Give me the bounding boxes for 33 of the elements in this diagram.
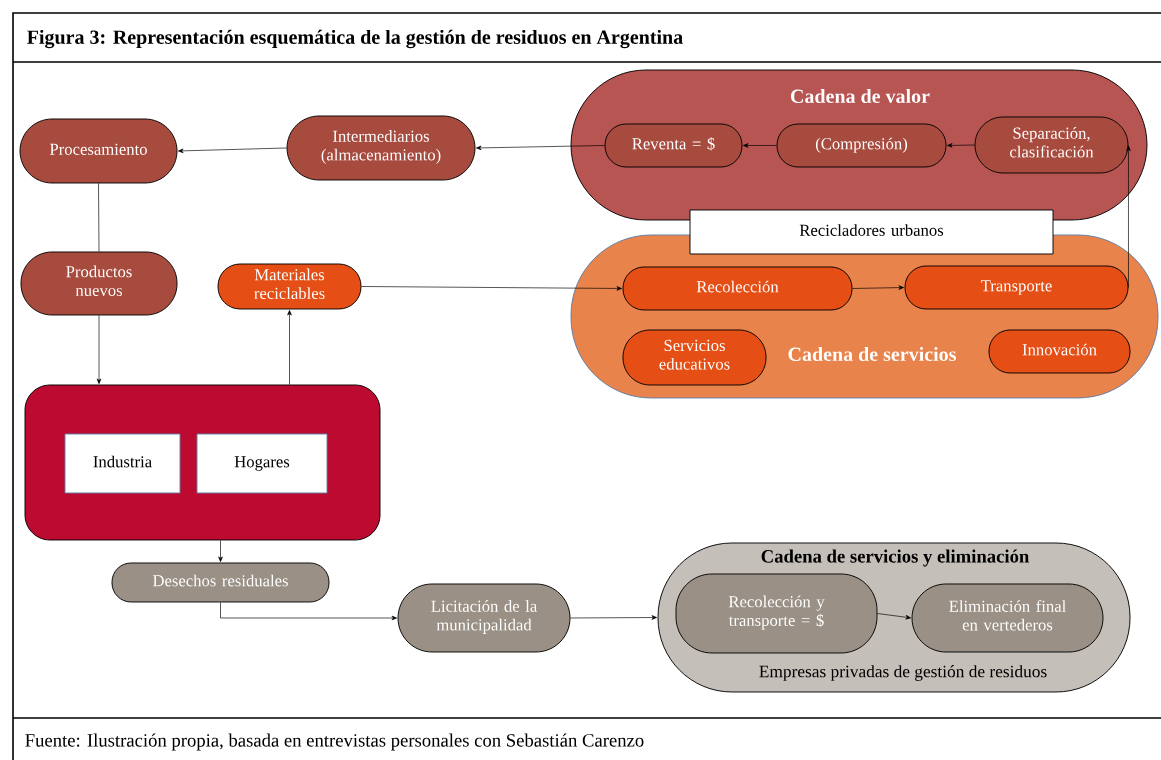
process-pill: Recolección bbox=[622, 266, 853, 311]
process-pill: Eliminación final en vertederos bbox=[911, 583, 1104, 653]
process-pill: Transporte bbox=[904, 265, 1129, 310]
process-pill: (Compresión) bbox=[776, 123, 947, 168]
arrow bbox=[1126, 145, 1131, 288]
process-pill: Reventa = $ bbox=[604, 123, 743, 168]
process-pill: Productos nuevos bbox=[20, 251, 178, 316]
arrow bbox=[96, 315, 102, 384]
process-pill: Procesamiento bbox=[19, 118, 178, 184]
arrow bbox=[287, 310, 292, 385]
arrow bbox=[947, 143, 975, 148]
arrow bbox=[570, 615, 657, 620]
arrow bbox=[852, 285, 904, 290]
arrow bbox=[218, 540, 223, 562]
source-caption: Fuente: Ilustración propia, basada en entrevistas personales con Sebastián Carenzo bbox=[25, 733, 644, 751]
process-pill: Separación, clasificación bbox=[974, 116, 1129, 174]
arrow bbox=[361, 286, 622, 291]
process-pill: Materiales reciclables bbox=[217, 263, 362, 310]
label-box: Industria bbox=[64, 433, 181, 494]
label-box: Recicladores urbanos bbox=[689, 209, 1054, 255]
arrow bbox=[476, 145, 605, 151]
process-pill: Recolección y transporte = $ bbox=[675, 573, 878, 654]
arrow bbox=[178, 147, 287, 154]
arrow bbox=[220, 602, 397, 621]
process-pill: Intermediarios (almacenamiento) bbox=[286, 115, 476, 181]
label-box: Hogares bbox=[196, 433, 328, 494]
arrow bbox=[743, 143, 777, 148]
process-pill: Licitación de la municipalidad bbox=[397, 583, 571, 653]
figure-title: Figura 3: Representación esquemática de la gestión de residuos en Argentina bbox=[27, 29, 683, 49]
process-pill: Desechos residuales bbox=[111, 562, 330, 603]
process-pill: Servicios educativos bbox=[622, 329, 767, 386]
arrow bbox=[877, 613, 911, 620]
process-pill: Innovación bbox=[988, 329, 1131, 374]
